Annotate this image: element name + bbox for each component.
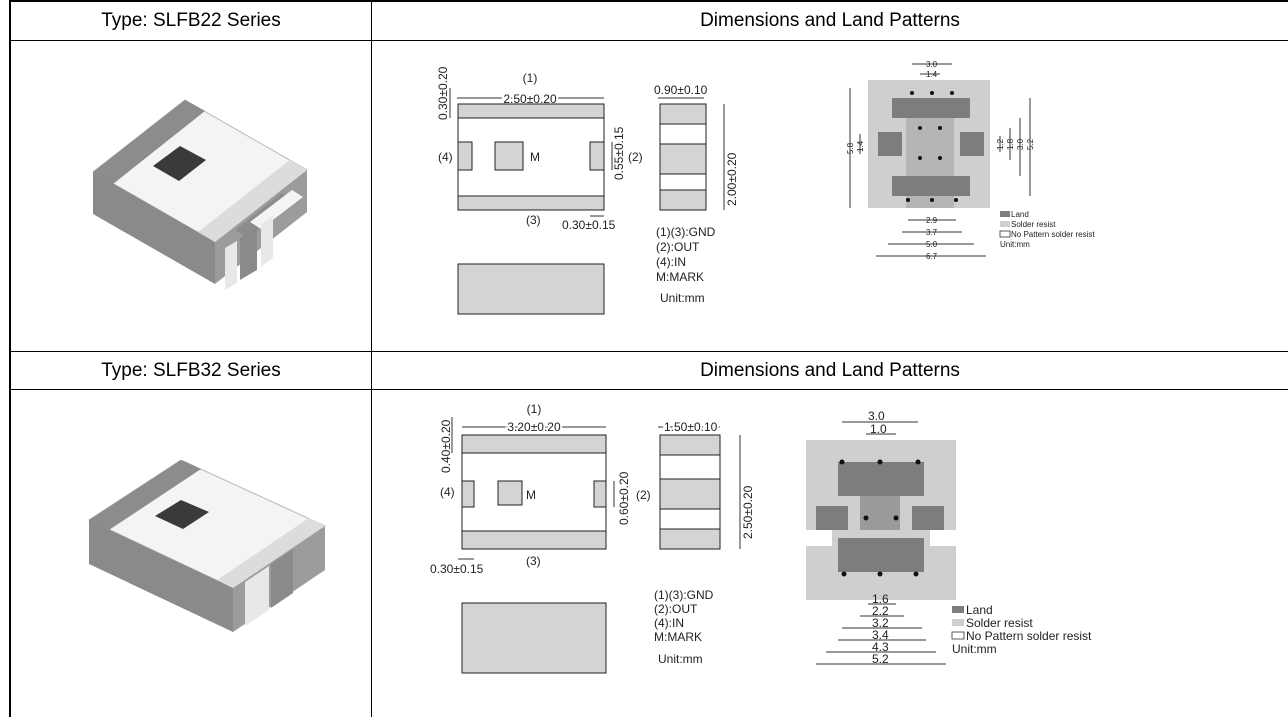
land-top-dim: 1.0 <box>870 422 887 436</box>
band-dimension: 0.40±0.20 <box>439 419 453 473</box>
unit-label: Unit:mm <box>660 291 705 305</box>
legend-no-pattern: No Pattern solder resist <box>966 629 1092 643</box>
type-header-slfb22: Type: SLFB22 Series <box>11 2 371 40</box>
legend-no-pattern: No Pattern solder resist <box>1011 230 1095 239</box>
width-dimension: 2.50±0.20 <box>741 485 755 539</box>
terminal-4-label: (4) <box>438 150 453 164</box>
dimensions-header: Dimensions and Land Patterns <box>372 352 1288 390</box>
slfb32-top-view-drawing: (1) 3.20±0.20 M (4) (2) (3) 0.40±0.20 0.… <box>420 403 760 683</box>
legend-solder-resist: Solder resist <box>1011 220 1056 229</box>
mark-label: M <box>530 150 540 164</box>
land-bottom-dim: 5.2 <box>872 652 889 666</box>
land-right-dim: 5.2 <box>1026 138 1035 150</box>
land-bottom-dim: 5.0 <box>926 240 938 249</box>
width-dimension: 2.00±0.20 <box>725 152 739 206</box>
land-right-dim: 1.8 <box>1006 138 1015 150</box>
terminal-4-label: (4) <box>440 485 455 499</box>
pin-legend-line: M:MARK <box>654 630 702 644</box>
legend-unit: Unit:mm <box>952 642 997 656</box>
land-top-dim: 3.0 <box>926 60 938 69</box>
slfb22-top-view-drawing: (1) 2.50±0.20 M (4) (2) (3) 0.30±0.20 0.… <box>420 58 750 328</box>
land-right-dim: 1.2 <box>996 138 1005 150</box>
land-bottom-dim: 3.7 <box>926 228 938 237</box>
land-right-dim: 3.0 <box>1016 138 1025 150</box>
land-top-dim: 1.4 <box>926 70 938 79</box>
terminal-2-label: (2) <box>636 488 651 502</box>
pad-height-dimension: 0.60±0.20 <box>617 471 631 525</box>
mark-label: M <box>526 488 536 502</box>
legend-land: Land <box>1011 210 1029 219</box>
type-header-slfb32: Type: SLFB32 Series <box>11 352 371 390</box>
land-left-dim: 1.4 <box>856 140 865 152</box>
thickness-dimension: 0.90±0.10 <box>654 83 708 97</box>
terminal-3-label: (3) <box>526 554 541 568</box>
land-bottom-dim: 2.9 <box>926 216 938 225</box>
pin-legend-line: (1)(3):GND <box>654 588 714 602</box>
slfb32-land-pattern-drawing: 3.0 1.0 1.6 2.2 3.2 3.4 4.3 5.2 Land Sol… <box>798 400 1138 690</box>
pad-width-dimension: 0.30±0.15 <box>430 562 484 576</box>
terminal-1-label: (1) <box>523 71 538 85</box>
dimensions-header: Dimensions and Land Patterns <box>372 2 1288 40</box>
legend-solder-resist: Solder resist <box>966 616 1033 630</box>
component-3d-image-slfb32 <box>85 460 330 635</box>
legend-unit: Unit:mm <box>1000 240 1030 249</box>
pin-legend-line: (4):IN <box>654 616 684 630</box>
length-dimension: 3.20±0.20 <box>507 420 561 434</box>
component-3d-image-slfb22 <box>85 90 325 290</box>
pin-legend-line: (4):IN <box>656 255 686 269</box>
table-row-divider <box>9 40 1288 41</box>
slfb22-land-pattern-drawing: 3.0 1.4 5.8 1.4 1.2 1.8 3.0 5.2 2.9 3.7 … <box>840 58 1110 268</box>
land-top-dim: 3.0 <box>868 409 885 423</box>
thickness-dimension: 1.50±0.10 <box>664 420 718 434</box>
pin-legend-line: (2):OUT <box>656 240 700 254</box>
pin-legend-line: M:MARK <box>656 270 704 284</box>
band-dimension: 0.30±0.20 <box>436 66 450 120</box>
legend-land: Land <box>966 603 993 617</box>
terminal-3-label: (3) <box>526 213 541 227</box>
terminal-1-label: (1) <box>527 403 542 416</box>
land-left-dim: 5.8 <box>846 142 855 154</box>
unit-label: Unit:mm <box>658 652 703 666</box>
land-bottom-dim: 6.7 <box>926 252 938 261</box>
terminal-2-label: (2) <box>628 150 643 164</box>
pad-height-dimension: 0.55±0.15 <box>612 126 626 180</box>
pin-legend-line: (1)(3):GND <box>656 225 716 239</box>
pad-width-dimension: 0.30±0.15 <box>562 218 616 232</box>
pin-legend-line: (2):OUT <box>654 602 698 616</box>
